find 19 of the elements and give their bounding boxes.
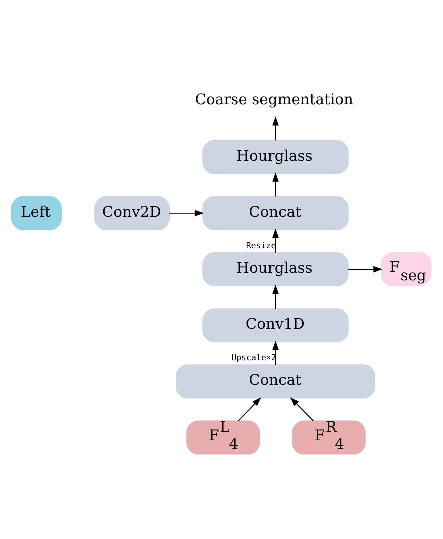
arrow	[290, 397, 314, 422]
arrow	[238, 397, 262, 422]
node-box: Concat	[176, 364, 376, 399]
node-box: Hourglass	[202, 140, 349, 174]
node-box: Left	[11, 196, 62, 230]
arrow	[272, 340, 279, 366]
arrow	[272, 172, 279, 198]
node-box: Hourglass	[202, 252, 349, 286]
node-box: Conv1D	[202, 308, 349, 343]
edge-label: Resize	[246, 240, 276, 251]
arrow	[272, 284, 279, 310]
arrow	[348, 266, 383, 273]
node-box: Conv2D	[94, 196, 170, 230]
arrow	[169, 210, 204, 217]
arrow	[272, 228, 279, 254]
edge-label: Upscale×2	[232, 352, 276, 363]
node-box: Concat	[202, 196, 349, 230]
node-text: Coarse segmentation	[195, 92, 354, 109]
arrow	[272, 116, 279, 142]
